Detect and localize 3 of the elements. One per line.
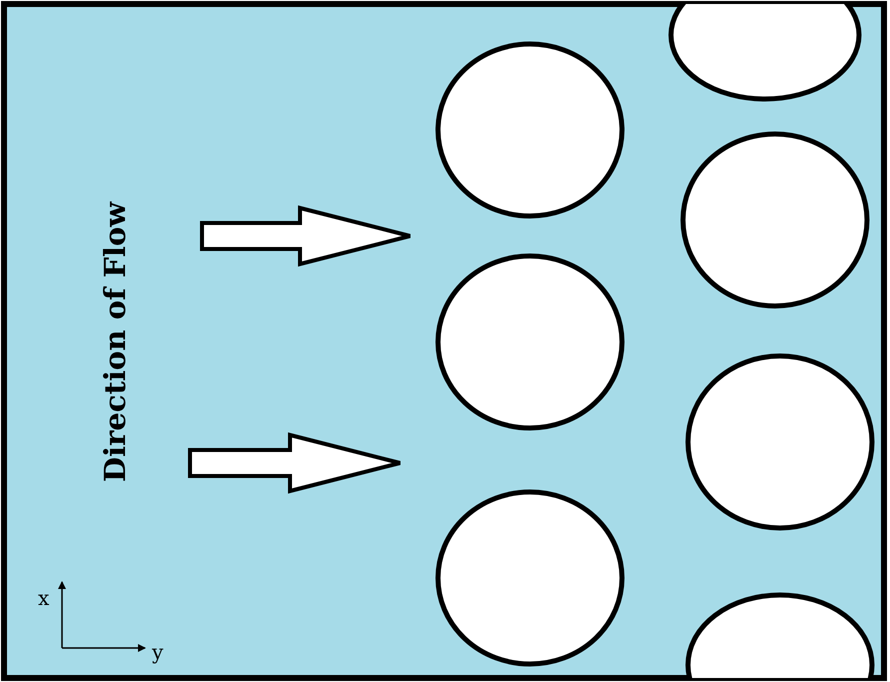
axis-label: x	[38, 586, 50, 610]
flow-direction-label: Direction of Flow	[98, 202, 132, 482]
axis-label: y	[152, 640, 164, 664]
